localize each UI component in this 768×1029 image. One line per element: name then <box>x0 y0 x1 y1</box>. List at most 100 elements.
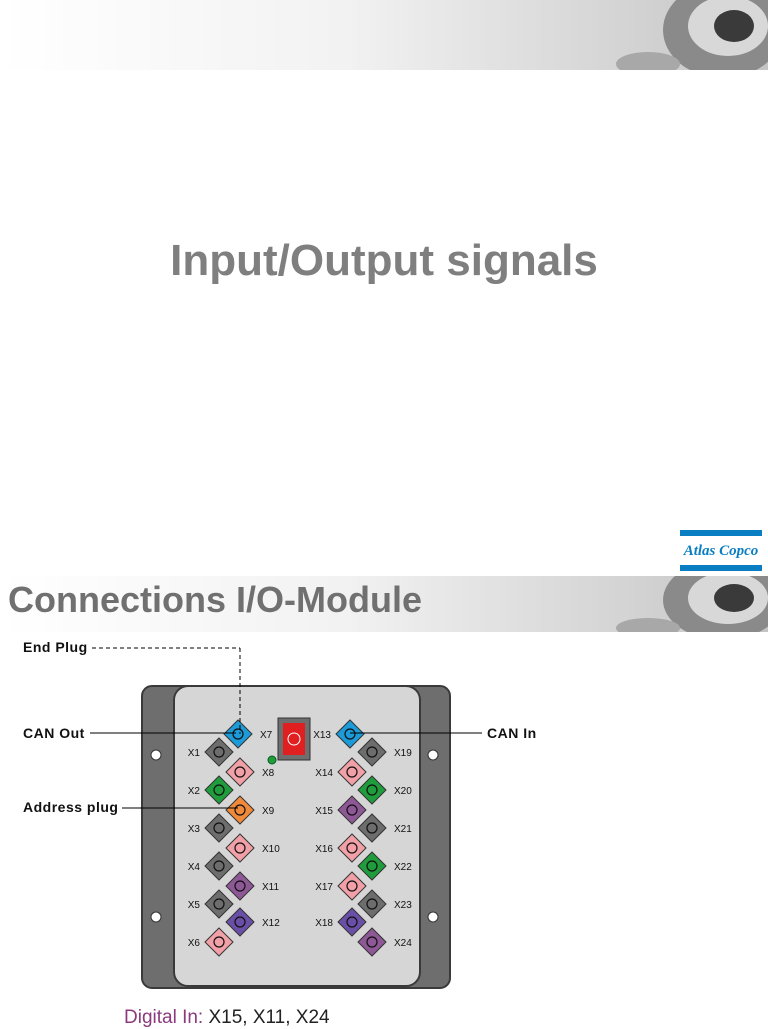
mounting-holes <box>150 749 439 923</box>
connector-x16: X16 <box>315 833 367 863</box>
connector-label: X20 <box>394 786 412 797</box>
mounting-hole <box>150 749 162 761</box>
connector-socket <box>344 728 356 740</box>
connector-socket <box>346 880 358 892</box>
connector-x21: X21 <box>357 813 412 843</box>
connector-socket <box>346 804 358 816</box>
connector-body <box>225 833 255 863</box>
connector-socket <box>213 784 225 796</box>
connector-socket <box>366 936 378 948</box>
connector-socket <box>366 860 378 872</box>
connector-label: X17 <box>315 882 333 893</box>
connector-x9: X9 <box>225 795 275 825</box>
connector-x7: X7 <box>223 719 273 749</box>
connector-body <box>204 813 234 843</box>
connector-x8: X8 <box>225 757 275 787</box>
mounting-hole <box>427 911 439 923</box>
connector-x15: X15 <box>315 795 367 825</box>
connector-x24: X24 <box>357 927 412 957</box>
connector-label: X2 <box>188 786 201 797</box>
connector-label: X10 <box>262 844 280 855</box>
connector-label: X6 <box>188 938 201 949</box>
connector-socket <box>366 822 378 834</box>
connector-body <box>357 851 387 881</box>
connector-socket <box>346 842 358 854</box>
connector-x4: X4 <box>188 851 234 881</box>
callout-lines <box>90 647 482 809</box>
connector-label: X1 <box>188 748 201 759</box>
connector-x13: X13 <box>313 719 365 749</box>
connector-socket <box>213 898 225 910</box>
connector-body <box>357 813 387 843</box>
digital-in-values: X15, X11, X24 <box>208 1007 330 1028</box>
connector-label: X4 <box>188 862 201 873</box>
module-face <box>173 685 421 987</box>
connector-body <box>225 871 255 901</box>
connector-label: X16 <box>315 844 333 855</box>
connector-socket <box>232 728 244 740</box>
address-plug-label: Address plug <box>23 799 118 815</box>
connector-x17: X17 <box>315 871 367 901</box>
connector-body <box>204 737 234 767</box>
connector-socket <box>234 766 246 778</box>
connector-label: X13 <box>313 730 331 741</box>
connector-label: X12 <box>262 918 280 929</box>
connector-x22: X22 <box>357 851 412 881</box>
connector-body <box>204 927 234 957</box>
connector-socket <box>213 822 225 834</box>
digital-inputs-note: Digital In: X15, X11, X24 <box>124 1007 330 1029</box>
connector-x19: X19 <box>357 737 412 767</box>
connector-label: X3 <box>188 824 201 835</box>
can-in-label: CAN In <box>487 725 537 741</box>
connector-body <box>337 907 367 937</box>
connector-x20: X20 <box>357 775 412 805</box>
can-out-label: CAN Out <box>23 725 85 741</box>
connector-label: X14 <box>315 768 333 779</box>
connector-label: X22 <box>394 862 412 873</box>
connector-socket <box>234 804 246 816</box>
connector-label: X9 <box>262 806 275 817</box>
connector-socket <box>213 936 225 948</box>
connector-label: X18 <box>315 918 333 929</box>
connector-body <box>223 719 253 749</box>
connector-x11: X11 <box>225 871 279 901</box>
connector-body <box>225 757 255 787</box>
connector-body <box>357 927 387 957</box>
connector-body <box>337 871 367 901</box>
connector-body <box>204 851 234 881</box>
connector-x5: X5 <box>188 889 234 919</box>
connector-label: X23 <box>394 900 412 911</box>
connector-x1: X1 <box>188 737 234 767</box>
connector-array: X1X2X3X4X5X6X7X8X9X10X11X12X13X14X15X16X… <box>188 719 412 957</box>
connector-label: X19 <box>394 748 412 759</box>
header-banner <box>0 0 768 70</box>
connector-label: X11 <box>262 882 279 893</box>
connector-label: X15 <box>315 806 333 817</box>
connector-socket <box>234 842 246 854</box>
connector-x6: X6 <box>188 927 234 957</box>
logo-text: Atlas Copco <box>683 543 759 559</box>
digital-in-label: Digital In: <box>124 1007 204 1028</box>
connector-socket <box>366 746 378 758</box>
connector-body <box>337 795 367 825</box>
connector-x2: X2 <box>188 775 234 805</box>
connector-body <box>204 775 234 805</box>
connector-x3: X3 <box>188 813 234 843</box>
connector-body <box>357 737 387 767</box>
connector-body <box>357 775 387 805</box>
connector-socket <box>346 916 358 928</box>
connector-socket <box>366 784 378 796</box>
slide-title: Input/Output signals <box>170 236 598 285</box>
connector-body <box>204 889 234 919</box>
connector-socket <box>346 766 358 778</box>
machine-part-image <box>616 576 768 632</box>
connector-x10: X10 <box>225 833 280 863</box>
connector-socket <box>234 880 246 892</box>
section-title: Connections I/O-Module <box>8 579 422 620</box>
connector-body <box>357 889 387 919</box>
connector-label: X7 <box>260 730 273 741</box>
mounting-hole <box>427 749 439 761</box>
machine-part-image <box>616 0 768 70</box>
connector-body <box>337 757 367 787</box>
connector-label: X24 <box>394 938 412 949</box>
